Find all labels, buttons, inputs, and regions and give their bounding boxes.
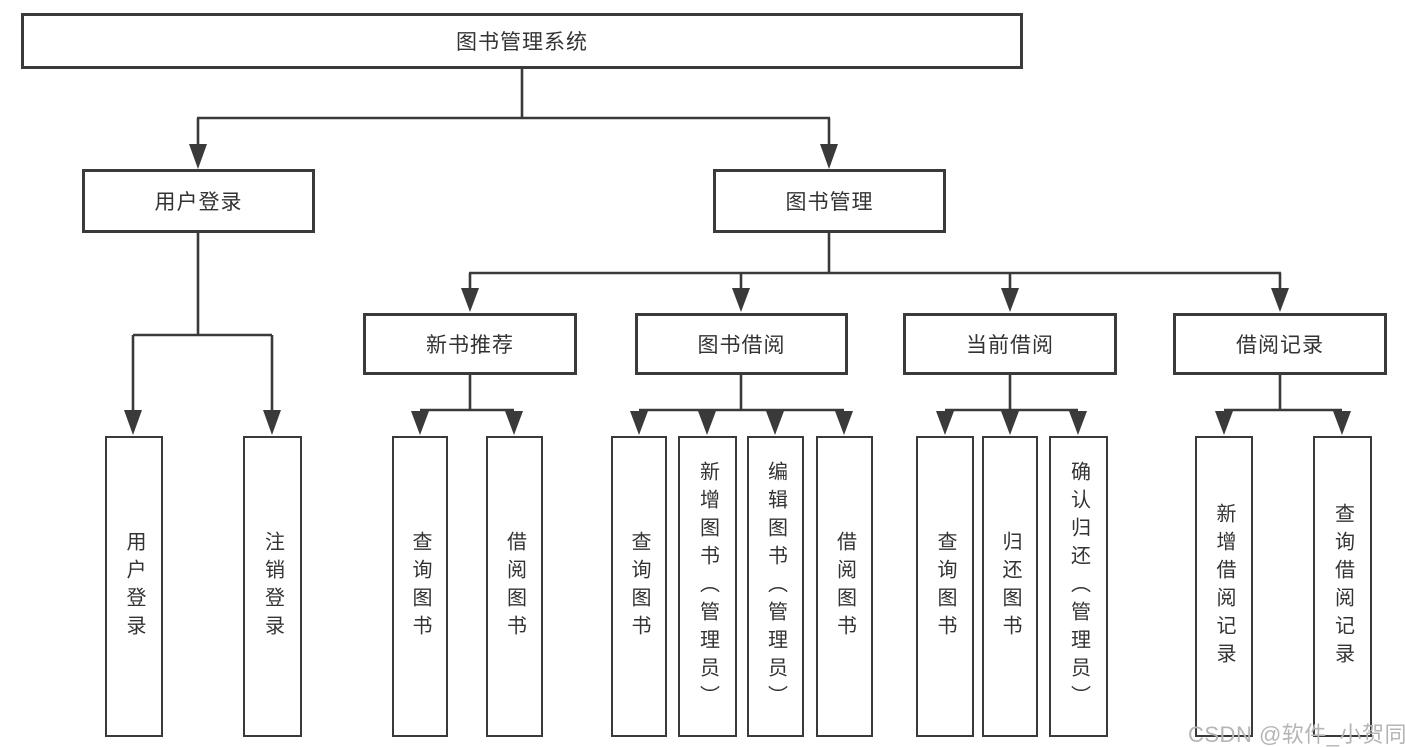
leaf-nb-borrow-book: 借阅图书: [486, 436, 543, 737]
node-book-mgmt: 图书管理: [713, 169, 946, 233]
node-borrow-record: 借阅记录: [1173, 313, 1387, 375]
arrowhead-cb-leaf3-icon: [1069, 411, 1087, 435]
leaf-cb-query-book: 查询图书: [916, 436, 974, 737]
node-root: 图书管理系统: [21, 13, 1023, 69]
arrowhead-user-login-icon: [189, 144, 207, 169]
leaf-cb-return-book-label: 归还图书: [999, 530, 1021, 643]
leaf-bb-add-book: 新增图书（管理员）: [678, 436, 737, 737]
leaf-cb-confirm-return-label: 确认归还（管理员）: [1067, 460, 1090, 713]
leaf-bb-borrow-book-label: 借阅图书: [833, 530, 856, 643]
leaf-bb-borrow-book: 借阅图书: [816, 436, 873, 737]
leaf-bb-query-book: 查询图书: [611, 436, 667, 737]
node-new-book: 新书推荐: [363, 313, 577, 375]
node-book-borrow-label: 图书借阅: [697, 334, 786, 357]
leaf-nb-query-book-label: 查询图书: [409, 530, 431, 643]
leaf-logout-label: 注销登录: [261, 530, 284, 643]
leaf-bb-add-book-label: 新增图书（管理员）: [696, 460, 719, 713]
node-book-mgmt-label: 图书管理: [785, 191, 874, 214]
arrowhead-leaf-logout-icon: [263, 410, 281, 435]
node-user-login-label: 用户登录: [154, 191, 243, 214]
arrowhead-leaf-login-icon: [124, 410, 142, 435]
node-current-borrow: 当前借阅: [903, 313, 1117, 375]
leaf-br-query-record: 查询借阅记录: [1313, 436, 1372, 737]
leaf-cb-query-book-label: 查询图书: [934, 530, 956, 643]
csdn-watermark: CSDN @软件_小贺同学: [1188, 722, 1405, 747]
leaf-br-query-record-label: 查询借阅记录: [1331, 502, 1354, 671]
arrowhead-book-mgmt-icon: [820, 144, 838, 169]
leaf-cb-confirm-return: 确认归还（管理员）: [1049, 436, 1108, 737]
arrowhead-new-book-icon: [461, 288, 479, 312]
leaf-cb-return-book: 归还图书: [982, 436, 1038, 737]
node-new-book-label: 新书推荐: [426, 334, 514, 357]
arrowhead-book-borrow-icon: [732, 288, 750, 312]
leaf-bb-query-book-label: 查询图书: [628, 530, 650, 643]
leaf-user-login-label: 用户登录: [123, 530, 145, 643]
leaf-bb-edit-book-label: 编辑图书（管理员）: [764, 460, 787, 713]
leaf-user-login: 用户登录: [105, 436, 163, 737]
arrowhead-cb-leaf1-icon: [936, 411, 954, 435]
arrowhead-cb-leaf2-icon: [1001, 411, 1019, 435]
arrowhead-nb-leaf1-icon: [411, 411, 429, 435]
arrowhead-bb-leaf1-icon: [630, 411, 648, 435]
arrowhead-bb-leaf4-icon: [835, 411, 853, 435]
arrowhead-bb-leaf3-icon: [766, 411, 784, 435]
arrowhead-br-leaf2-icon: [1333, 411, 1351, 435]
arrowhead-nb-leaf2-icon: [505, 411, 523, 435]
leaf-bb-edit-book: 编辑图书（管理员）: [747, 436, 804, 737]
leaf-nb-query-book: 查询图书: [392, 436, 448, 737]
arrowhead-br-leaf1-icon: [1215, 411, 1233, 435]
node-book-borrow: 图书借阅: [635, 313, 848, 375]
arrowhead-borrow-record-icon: [1271, 288, 1289, 312]
node-root-label: 图书管理系统: [456, 31, 588, 54]
arrowhead-current-borrow-icon: [1001, 288, 1019, 312]
leaf-br-add-record-label: 新增借阅记录: [1213, 502, 1235, 671]
leaf-logout: 注销登录: [243, 436, 302, 737]
node-borrow-record-label: 借阅记录: [1236, 334, 1324, 357]
arrowhead-bb-leaf2-icon: [698, 411, 716, 435]
node-user-login: 用户登录: [82, 169, 315, 233]
node-current-borrow-label: 当前借阅: [966, 334, 1054, 357]
leaf-br-add-record: 新增借阅记录: [1195, 436, 1253, 737]
leaf-nb-borrow-book-label: 借阅图书: [503, 530, 526, 643]
